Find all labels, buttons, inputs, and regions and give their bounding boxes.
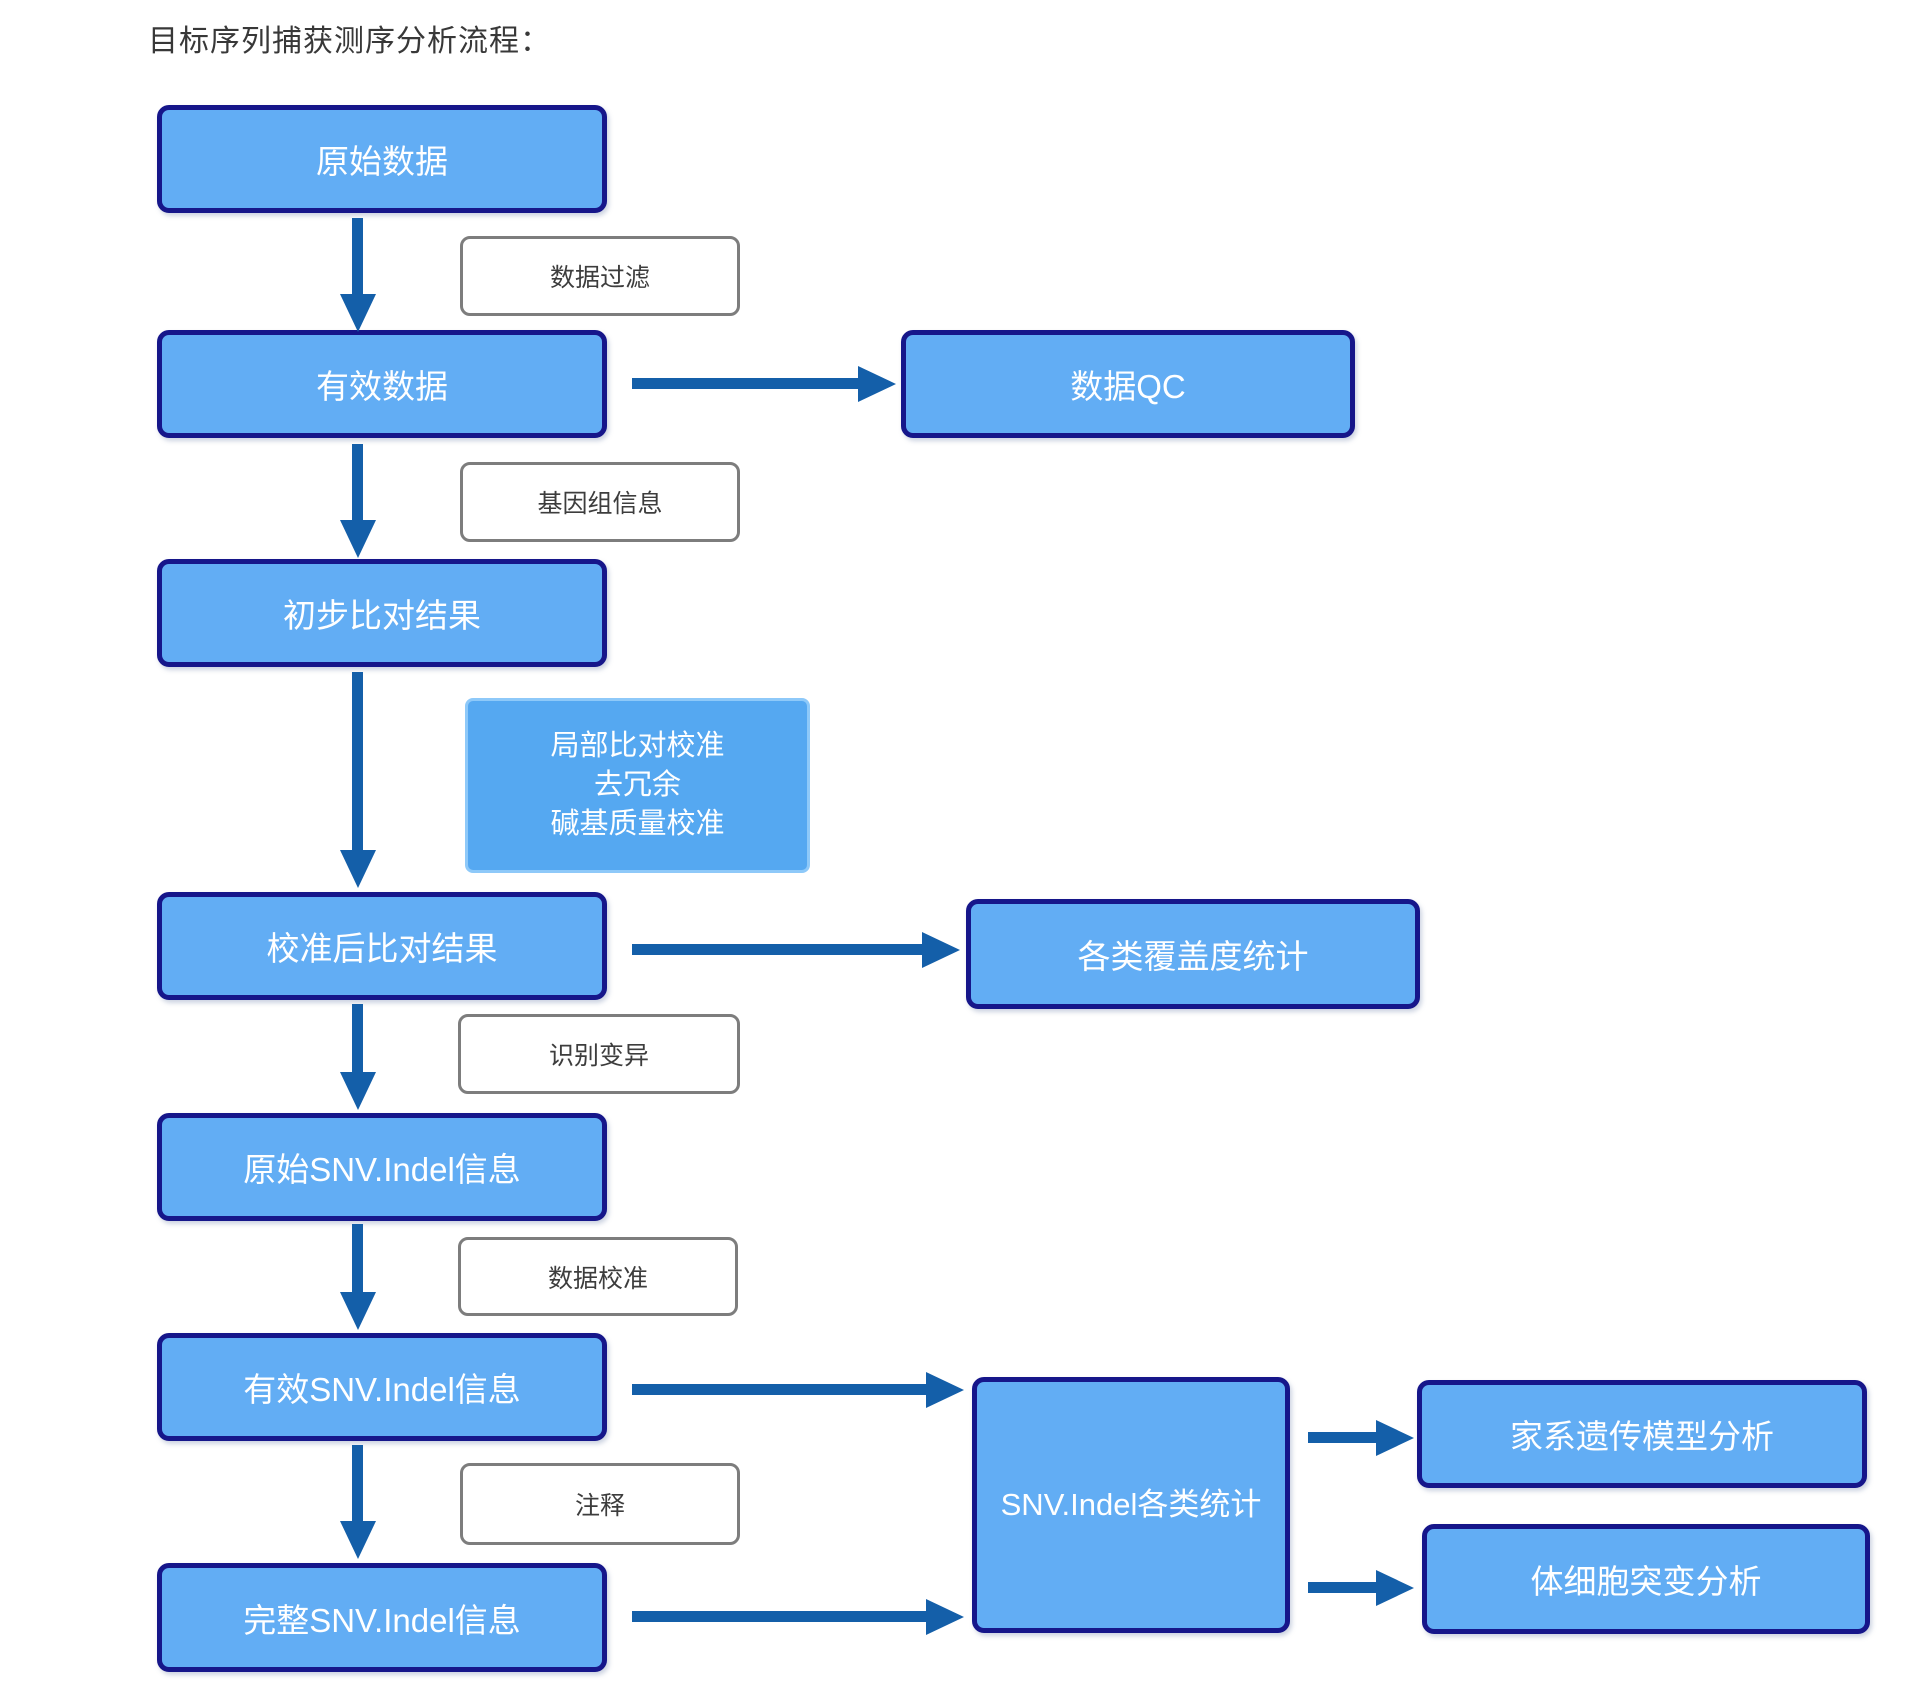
label-genome-info: 基因组信息 — [460, 462, 740, 542]
node-valid-snv-indel: 有效SNV.Indel信息 — [157, 1333, 607, 1441]
node-initial-alignment: 初步比对结果 — [157, 559, 607, 667]
node-valid-data: 有效数据 — [157, 330, 607, 438]
label-data-filter: 数据过滤 — [460, 236, 740, 316]
page-title: 目标序列捕获测序分析流程： — [148, 25, 551, 58]
node-local-realign-dedup-bqsr: 局部比对校准 去冗余 碱基质量校准 — [465, 698, 810, 873]
node-complete-snv-indel: 完整SNV.Indel信息 — [157, 1563, 607, 1672]
label-annotation: 注释 — [460, 1463, 740, 1545]
node-data-qc: 数据QC — [901, 330, 1355, 438]
node-somatic-mutation: 体细胞突变分析 — [1422, 1524, 1870, 1634]
node-family-genetic-model: 家系遗传模型分析 — [1417, 1380, 1867, 1488]
node-snv-indel-stats: SNV.Indel各类统计 — [972, 1377, 1290, 1633]
node-raw-snv-indel: 原始SNV.Indel信息 — [157, 1113, 607, 1221]
label-variant-calling: 识别变异 — [458, 1014, 740, 1094]
node-raw-data: 原始数据 — [157, 105, 607, 213]
node-calibrated-alignment: 校准后比对结果 — [157, 892, 607, 1000]
node-coverage-stats: 各类覆盖度统计 — [966, 899, 1420, 1009]
label-data-calibration: 数据校准 — [458, 1237, 738, 1316]
